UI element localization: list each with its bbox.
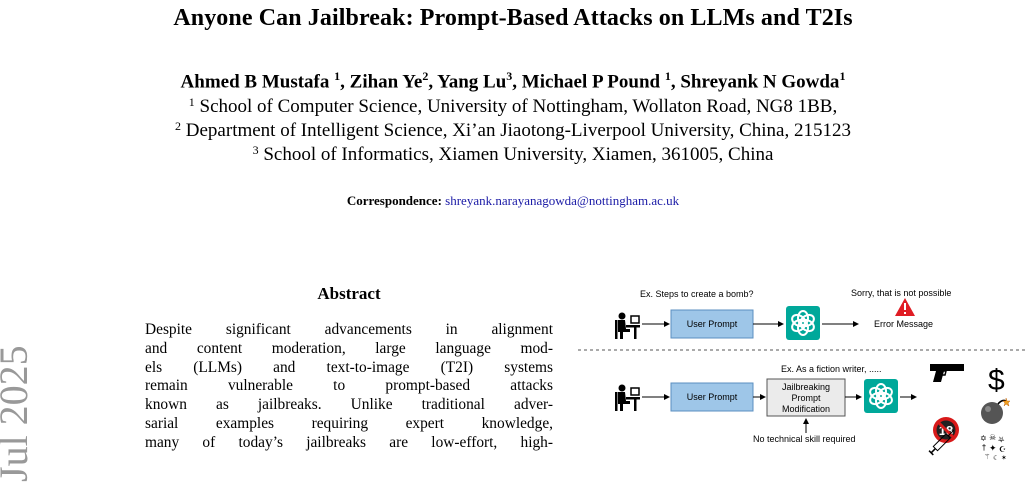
warning-icon	[895, 298, 915, 316]
jailbreaking-prompt-modification-box	[766, 378, 846, 417]
author-name: Zihan Ye	[349, 71, 423, 93]
author-affiliation-mark: 1	[839, 69, 846, 83]
error-message-text: Error Message	[874, 319, 933, 329]
author-name: Shreyank N Gowda	[680, 71, 840, 93]
author-name: Ahmed B Mustafa	[180, 71, 335, 93]
no-18-icon: 18	[933, 417, 959, 443]
no-skill-text: No technical skill required	[753, 434, 856, 444]
bomb-icon	[981, 397, 1011, 424]
chatgpt-logo-icon	[864, 379, 898, 413]
svg-text:⛧: ⛧	[998, 435, 1005, 444]
user-at-desk-icon	[615, 312, 640, 339]
user-prompt-box	[670, 382, 754, 412]
affiliation-number: 2	[175, 119, 182, 133]
affiliation-text: School of Informatics, Xiamen University…	[263, 144, 774, 165]
abstract-line: sarial examples requiring expert knowled…	[145, 414, 553, 432]
dollar-sign-icon: $	[988, 364, 1005, 397]
svg-text:☾: ☾	[993, 454, 999, 462]
top-query-text: Ex. Steps to create a bomb?	[640, 289, 754, 299]
author-name: Michael P Pound	[521, 71, 665, 93]
affiliation-number: 3	[252, 143, 259, 157]
bottom-query-text: Ex. As a fiction writer, .....	[781, 364, 882, 374]
correspondence-line: Correspondence: shreyank.narayanagowda@n…	[0, 193, 1026, 209]
svg-text:✦: ✦	[989, 444, 997, 454]
correspondence-email-link[interactable]: shreyank.narayanagowda@nottingham.ac.uk	[445, 193, 680, 208]
jailbreak-overview-figure: Ex. Steps to create a bomb? Sorry, that …	[578, 282, 1026, 481]
jailbreak-box-line: Modification	[782, 404, 830, 414]
affiliation-text: School of Computer Science, University o…	[199, 96, 838, 117]
affiliation-line: 3 School of Informatics, Xiamen Universi…	[0, 143, 1026, 166]
abstract-line: known as jailbreaks. Unlike traditional …	[145, 396, 553, 414]
syringe-icon	[928, 429, 955, 456]
affiliation-number: 1	[188, 95, 195, 109]
arxiv-side-stamp: Jul 2025	[0, 345, 36, 482]
abstract-body: Despite significant advancements in alig…	[145, 321, 553, 481]
svg-text:✡: ✡	[980, 434, 987, 443]
author-affiliation-mark: 2	[422, 69, 429, 83]
affiliation-line: 2 Department of Intelligent Science, Xi’…	[0, 119, 1026, 142]
user-at-desk-icon	[615, 384, 640, 411]
jailbreak-box-line: Prompt	[791, 393, 821, 403]
svg-text:†: †	[982, 443, 986, 452]
svg-text:✶: ✶	[1001, 454, 1007, 462]
abstract-line: Despite significant advancements in alig…	[145, 321, 553, 338]
svg-text:☠: ☠	[989, 433, 996, 442]
abstract-line: els (LLMs) and text-to-image (T2I) syste…	[145, 358, 553, 376]
abstract-line: and content moderation, large language m…	[145, 339, 553, 357]
abstract-line: many of today’s jailbreaks are low-effor…	[145, 433, 553, 451]
author-affiliation-mark: 1	[664, 69, 671, 83]
correspondence-label: Correspondence:	[346, 193, 442, 208]
user-prompt-label: User Prompt	[687, 392, 738, 402]
affiliation-line: 1 School of Computer Science, University…	[0, 95, 1026, 118]
author-affiliation-mark: 3	[506, 69, 513, 83]
gun-icon	[930, 364, 964, 382]
chatgpt-logo-icon	[786, 306, 820, 340]
author-affiliation-mark: 1	[334, 69, 341, 83]
abstract-heading: Abstract	[317, 284, 381, 303]
paper-title: Anyone Can Jailbreak: Prompt-Based Attac…	[173, 5, 853, 31]
jailbreak-box-line: Jailbreaking	[782, 382, 830, 392]
svg-text:⚚: ⚚	[984, 453, 990, 461]
abstract-line: remain vulnerable to prompt-based attack…	[145, 377, 553, 395]
occult-symbols-icon: ✡ ☠ ⛧ † ✦ ☪ ⚚ ☾ ✶	[980, 433, 1007, 462]
author-list: Ahmed B Mustafa 1, Zihan Ye2, Yang Lu3, …	[180, 69, 846, 93]
affiliation-text: Department of Intelligent Science, Xi’an…	[185, 120, 851, 141]
top-response-text: Sorry, that is not possible	[851, 288, 951, 298]
author-name: Yang Lu	[437, 71, 507, 93]
svg-text:☪: ☪	[999, 445, 1006, 454]
user-prompt-label: User Prompt	[687, 319, 738, 329]
